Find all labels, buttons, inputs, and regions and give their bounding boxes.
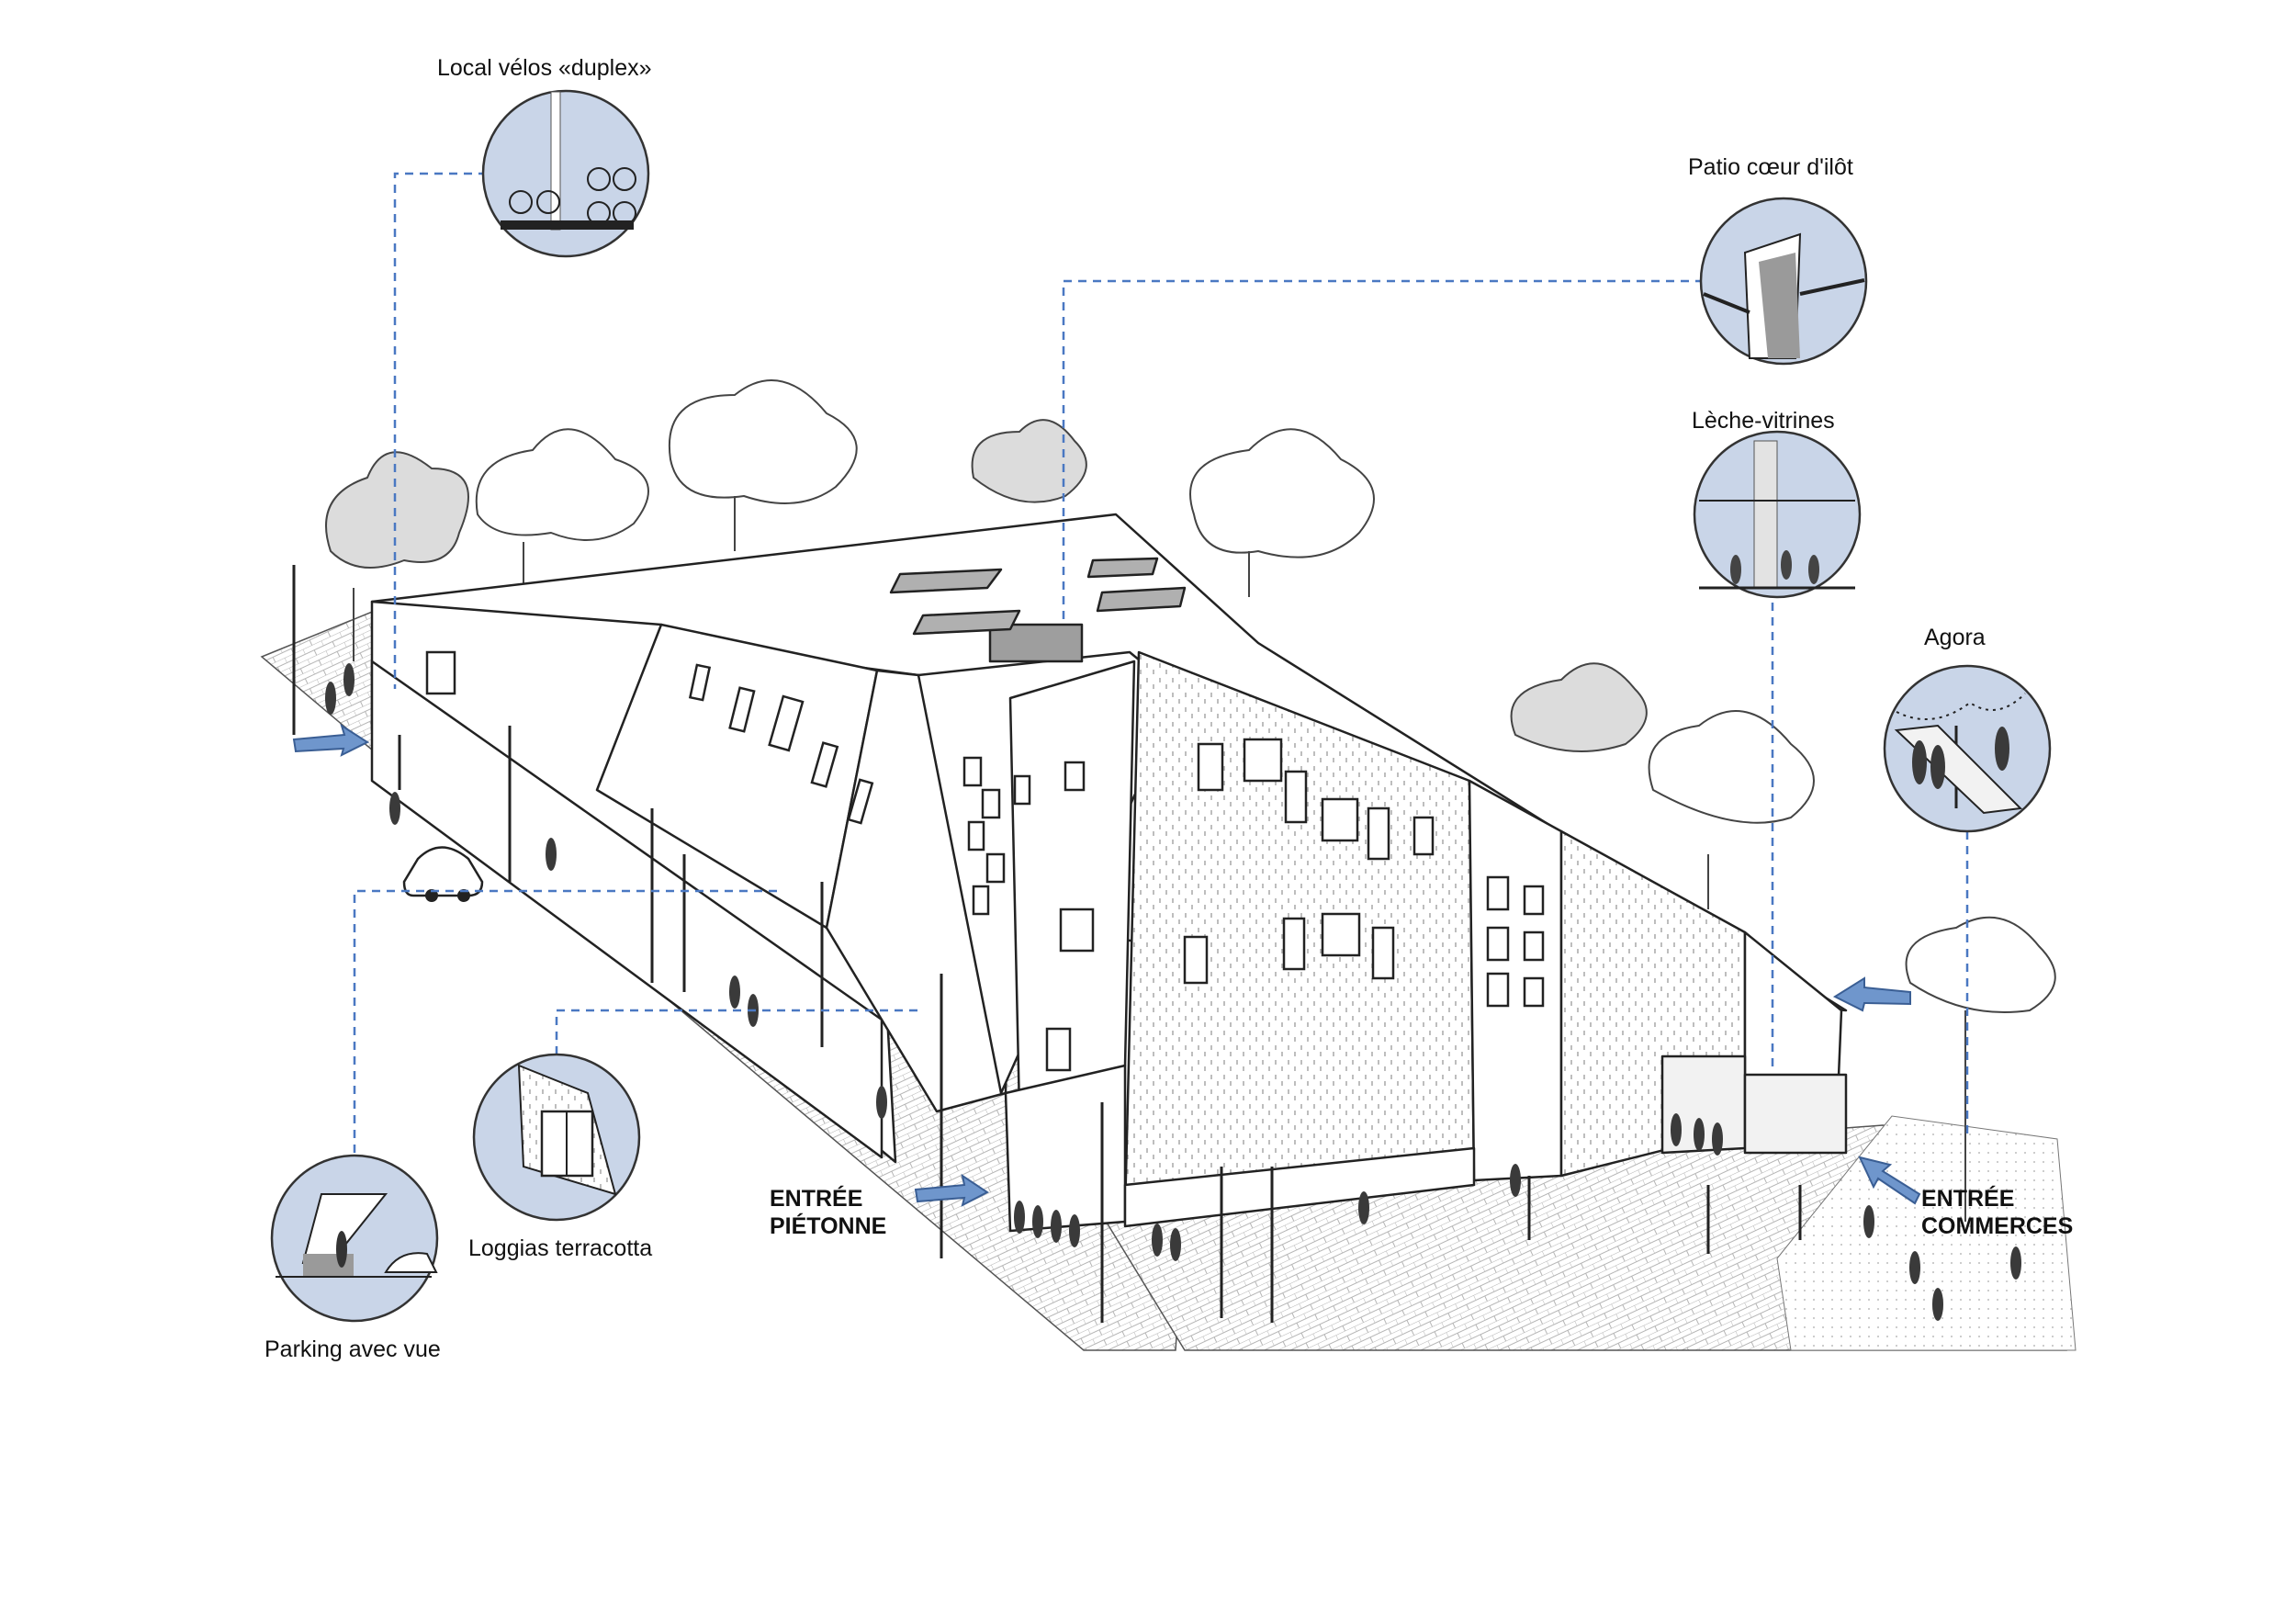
arrow-entry-east-icon — [1832, 976, 1911, 1012]
label-entree-pietonne: ENTRÉE PIÉTONNE — [770, 1185, 886, 1240]
windows — [425, 650, 1545, 1072]
callout-patio — [1699, 197, 1868, 366]
label-patio: Patio cœur d'ilôt — [1688, 154, 1853, 180]
label-loggias: Loggias terracotta — [468, 1235, 653, 1261]
label-agora: Agora — [1924, 625, 1986, 650]
entrance-arrows — [292, 723, 1921, 1207]
label-local-velos: Local vélos «duplex» — [437, 55, 652, 81]
building — [370, 513, 1848, 1233]
callout-leche — [1693, 430, 1862, 599]
trees — [325, 379, 2056, 1222]
entree-pietonne-line1: ENTRÉE — [770, 1186, 863, 1212]
arrow-entry-commerces-icon — [1858, 1156, 1921, 1205]
street-poles — [292, 565, 1802, 1323]
callout-parking — [270, 1154, 439, 1323]
callout-agora — [1883, 664, 2052, 833]
callout-loggias — [472, 1053, 641, 1222]
entree-commerces-line2: COMMERCES — [1921, 1213, 2074, 1239]
label-entree-commerces: ENTRÉE COMMERCES — [1921, 1185, 2073, 1240]
label-parking: Parking avec vue — [264, 1336, 441, 1362]
arrow-entry-pietonne-icon — [914, 1173, 989, 1207]
entree-pietonne-line2: PIÉTONNE — [770, 1213, 887, 1239]
leader-lines — [353, 172, 1969, 1153]
arrow-entry-top-left-icon — [292, 723, 370, 757]
car-icon — [402, 846, 484, 902]
people — [325, 663, 2021, 1321]
entree-commerces-line1: ENTRÉE — [1921, 1186, 2015, 1212]
label-leche-vitrines: Lèche-vitrines — [1692, 408, 1835, 434]
callout-velos — [481, 89, 650, 258]
